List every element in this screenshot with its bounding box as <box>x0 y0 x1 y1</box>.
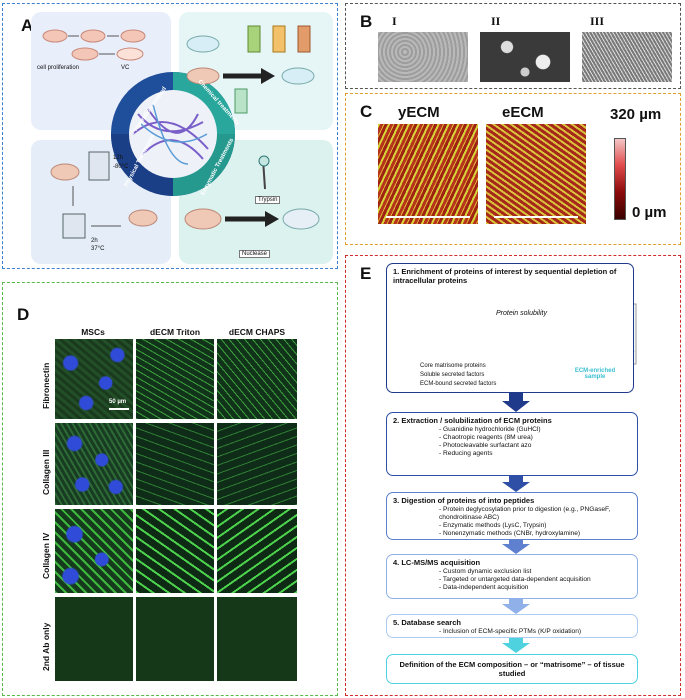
label-nuclease: Nuclease <box>239 250 271 258</box>
img-collagen4-mscs <box>55 509 133 593</box>
panel-b: B I II III <box>345 3 681 89</box>
step-4-box: 4. LC-MS/MS acquisition Custom dynamic e… <box>386 554 638 599</box>
step-6-box: Definition of the ECM composition – or “… <box>386 654 638 684</box>
col-header-mscs: MSCs <box>81 327 105 337</box>
step-4-item: Custom dynamic exclusion list <box>439 568 631 576</box>
label-trypsin: Trypsin <box>255 196 281 204</box>
panel-c: C yECM eECM 320 µm 0 µm <box>345 93 681 245</box>
step-4-item: Targeted or untargeted data-dependent ac… <box>439 576 631 584</box>
sem-image-2 <box>480 32 570 82</box>
img-collagen4-chaps <box>217 509 297 593</box>
row-label-2nd-ab: 2nd Ab only <box>41 622 51 671</box>
step-2-item: Reducing agents <box>439 450 631 458</box>
panel-b-roman-1: I <box>392 14 397 28</box>
panel-b-roman-3: III <box>590 14 605 28</box>
label-2h: 2h <box>91 238 98 244</box>
label-vc: VC <box>121 65 130 71</box>
scale-bar <box>109 408 129 410</box>
row-label-collagen4: Collagen IV <box>41 532 51 579</box>
legend-soluble-factors: Soluble secreted factors <box>420 372 485 378</box>
img-fibronectin-chaps <box>217 339 297 419</box>
panel-a: A <box>2 3 338 269</box>
step-2-box: 2. Extraction / solubilization of ECM pr… <box>386 412 638 476</box>
step-3-item: Protein deglycosylation prior to digesti… <box>439 506 631 522</box>
col-header-dECM-chaps: dECM CHAPS <box>228 327 286 337</box>
panel-d: D MSCs dECM Triton dECM CHAPS Fibronecti… <box>2 282 338 696</box>
step-3-item: Enzymatic methods (LysC, Trypsin) <box>439 522 631 530</box>
legend-core-matrisome: Core matrisome proteins <box>420 363 486 369</box>
panel-c-eecm-title: eECM <box>502 104 544 121</box>
panel-a-diagram <box>31 12 333 264</box>
step-1-title: 1. Enrichment of proteins of interest by… <box>393 267 617 285</box>
colorbar-min-label: 0 µm <box>632 204 667 221</box>
img-collagen3-mscs <box>55 423 133 505</box>
panel-e-label: E <box>360 264 372 283</box>
img-2ndab-mscs <box>55 597 133 681</box>
afm-image-yecm <box>378 124 478 224</box>
panel-c-yecm-title: yECM <box>398 104 440 121</box>
step-3-title: 3. Digestion of proteins of into peptide… <box>393 496 535 505</box>
panel-a-label: A <box>21 16 34 35</box>
colorbar <box>614 138 626 220</box>
step-5-box: 5. Database search Inclusion of ECM-spec… <box>386 614 638 638</box>
step-5-title: 5. Database search <box>393 618 461 627</box>
img-fibronectin-triton <box>136 339 214 419</box>
legend-ecm-bound-factors: ECM-bound secreted factors <box>420 381 497 387</box>
afm-image-eecm <box>486 124 586 224</box>
protein-solubility-label: Protein solubility <box>496 310 547 317</box>
ecm-sample-label: ECM-enriched sample <box>574 368 616 380</box>
step-5-item: Inclusion of ECM-specific PTMs (K/P oxid… <box>439 628 631 636</box>
step-3-item: Nonenzymatic methods (CNBr, hydroxylamin… <box>439 530 631 538</box>
row-label-fibronectin: Fibronectin <box>41 362 51 409</box>
step-1-box: 1. Enrichment of proteins of interest by… <box>386 263 634 393</box>
step-2-item: Chaotropic reagents (8M urea) <box>439 434 631 442</box>
img-collagen4-triton <box>136 509 214 593</box>
label-cell-proliferation: cell proliferation <box>37 65 80 71</box>
afm-scale-bar-eecm <box>494 216 578 218</box>
scale-bar-label: 50 µm <box>109 399 127 405</box>
sem-image-1 <box>378 32 468 82</box>
panel-b-label: B <box>360 12 373 31</box>
step-2-item: Photocleavable surfactant azo <box>439 442 631 450</box>
step-2-item: Guanidine hydrochloride (GuHCl) <box>439 426 631 434</box>
label-12h: 12h <box>113 155 124 161</box>
img-2ndab-triton <box>136 597 214 681</box>
panel-e: E ☆ ☆ ☆ ☆ ☆ ☆ 1. Enrichment of proteins … <box>345 255 681 696</box>
sem-image-3 <box>582 32 672 82</box>
img-2ndab-chaps <box>217 597 297 681</box>
step-4-item: Data-independent acquisition <box>439 584 631 592</box>
step-6-title: Definition of the ECM composition – or “… <box>399 660 625 678</box>
col-header-dECM-triton: dECM Triton <box>149 327 201 337</box>
img-collagen3-chaps <box>217 423 297 505</box>
row-label-collagen3: Collagen III <box>41 449 51 495</box>
panel-c-label: C <box>360 102 373 121</box>
img-collagen3-triton <box>136 423 214 505</box>
label-37c: 37°C <box>91 246 105 252</box>
step-3-box: 3. Digestion of proteins of into peptide… <box>386 492 638 540</box>
panel-b-roman-2: II <box>491 14 501 28</box>
step-2-title: 2. Extraction / solubilization of ECM pr… <box>393 416 552 425</box>
panel-d-label: D <box>17 305 30 324</box>
colorbar-max-label: 320 µm <box>610 106 662 123</box>
afm-scale-bar-yecm <box>386 216 470 218</box>
step-4-title: 4. LC-MS/MS acquisition <box>393 558 481 567</box>
img-fibronectin-mscs <box>55 339 133 419</box>
label-minus80: -80°C <box>113 164 129 170</box>
